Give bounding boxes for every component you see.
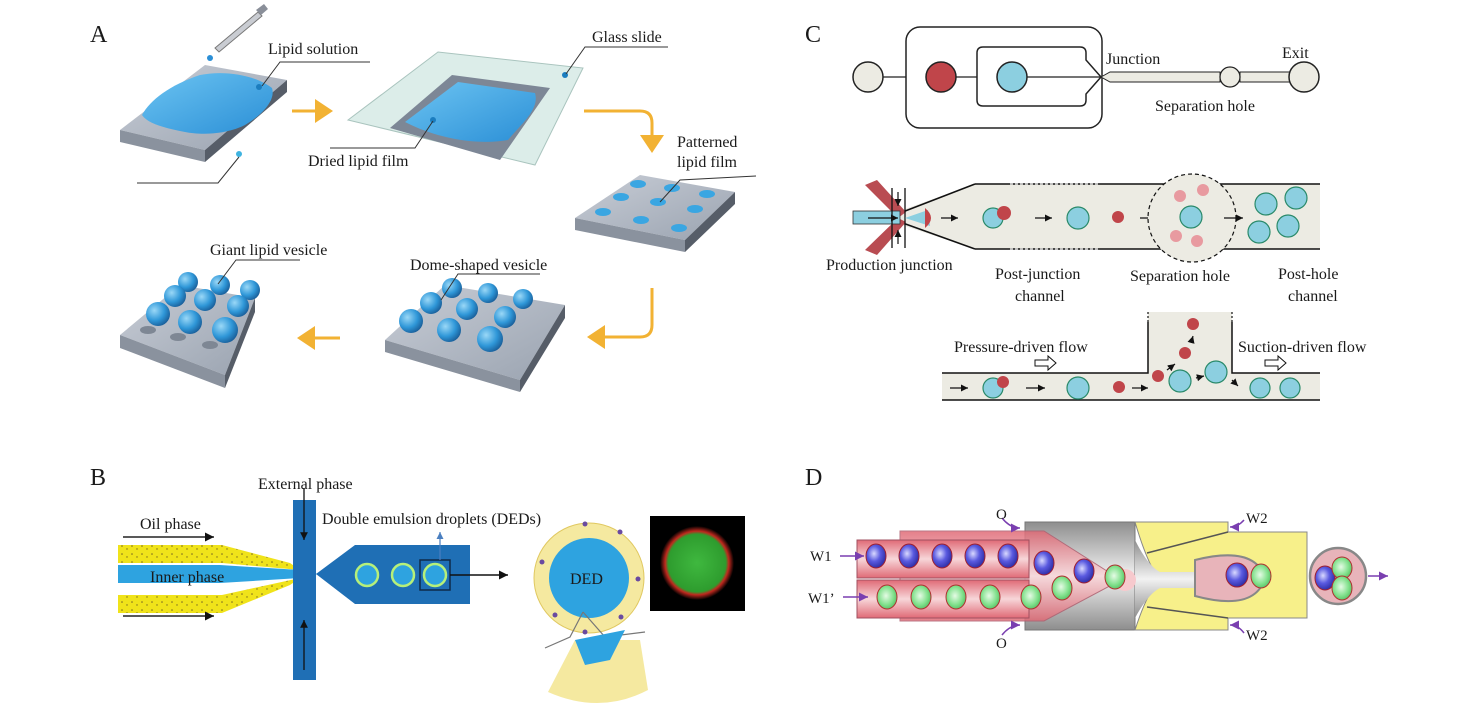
panel-b: B Oil phase Inner phase External phase D… <box>90 465 745 704</box>
blue-reservoir <box>996 61 1028 93</box>
label-giant-lipid-vesicle: Giant lipid vesicle <box>210 242 327 259</box>
pressure-flow-arrow-icon <box>1034 354 1057 372</box>
label-inner-phase: Inner phase <box>150 569 224 586</box>
label-separation-hole-top: Separation hole <box>1155 98 1255 115</box>
label-w2-top: W2 <box>1246 511 1268 527</box>
inlet-reservoir <box>852 61 884 93</box>
panel-a-letter: A <box>90 22 108 48</box>
label-exit: Exit <box>1282 45 1309 62</box>
label-post-junction-line1: Post-junction <box>995 266 1080 283</box>
label-o-bottom: O <box>996 636 1007 652</box>
flow-focusing-device <box>118 488 508 680</box>
label-patterned-line2: lipid film <box>677 154 738 171</box>
label-patterned-line1: Patterned <box>677 134 737 151</box>
label-lipid-solution: Lipid solution <box>268 41 358 58</box>
glass-capillary-device <box>840 517 1388 636</box>
giant-lipid-vesicle-substrate <box>120 272 260 388</box>
ded-schematic <box>533 521 648 704</box>
dome-shaped-vesicle-substrate <box>385 278 565 392</box>
label-junction: Junction <box>1106 51 1160 68</box>
label-oil-phase: Oil phase <box>140 516 201 533</box>
glass-slide-with-dried-film <box>346 51 584 166</box>
channel-detail-schematic <box>852 173 1320 263</box>
label-post-junction-line2: channel <box>1015 288 1065 305</box>
panel-b-letter: B <box>90 465 106 491</box>
label-separation-hole: Separation hole <box>1130 268 1230 285</box>
chip-layout-schematic <box>852 26 1320 129</box>
flow-detail-schematic <box>942 312 1320 401</box>
label-pressure-flow: Pressure-driven flow <box>954 339 1088 356</box>
process-arrow-3 <box>587 288 654 349</box>
label-external-phase: External phase <box>258 476 353 493</box>
exit-reservoir <box>1288 61 1320 93</box>
separation-hole-reservoir <box>1219 66 1241 88</box>
label-w1: W1 <box>810 549 832 565</box>
substrate-with-lipid-solution <box>120 65 287 162</box>
label-production-junction: Production junction <box>826 257 953 274</box>
label-o-top: O <box>996 507 1007 523</box>
suction-flow-arrow-icon <box>1264 354 1287 372</box>
red-reservoir <box>925 61 957 93</box>
label-post-hole-line1: Post-hole <box>1278 266 1338 283</box>
fluorescence-micrograph <box>650 516 745 611</box>
label-w2-bottom: W2 <box>1246 628 1268 644</box>
label-deds: Double emulsion droplets (DEDs) <box>322 511 541 528</box>
label-post-hole-line2: channel <box>1288 288 1338 305</box>
panel-a: A Lipid solution Gla <box>90 4 757 392</box>
pipette-icon <box>207 4 268 61</box>
label-suction-flow: Suction-driven flow <box>1238 339 1367 356</box>
panel-c: C Junction Exit Separation hole <box>805 22 1367 401</box>
process-arrow-2 <box>584 109 664 153</box>
panel-d-letter: D <box>805 465 822 491</box>
label-glass-slide: Glass slide <box>592 29 662 46</box>
panel-d: D <box>805 465 1388 652</box>
patterned-lipid-film-substrate <box>575 175 735 252</box>
panel-c-letter: C <box>805 22 821 48</box>
label-dome-shaped-vesicle: Dome-shaped vesicle <box>410 257 547 274</box>
label-ded: DED <box>570 571 603 588</box>
label-w1-prime: W1’ <box>808 591 835 607</box>
label-dried-lipid-film: Dried lipid film <box>308 153 409 170</box>
